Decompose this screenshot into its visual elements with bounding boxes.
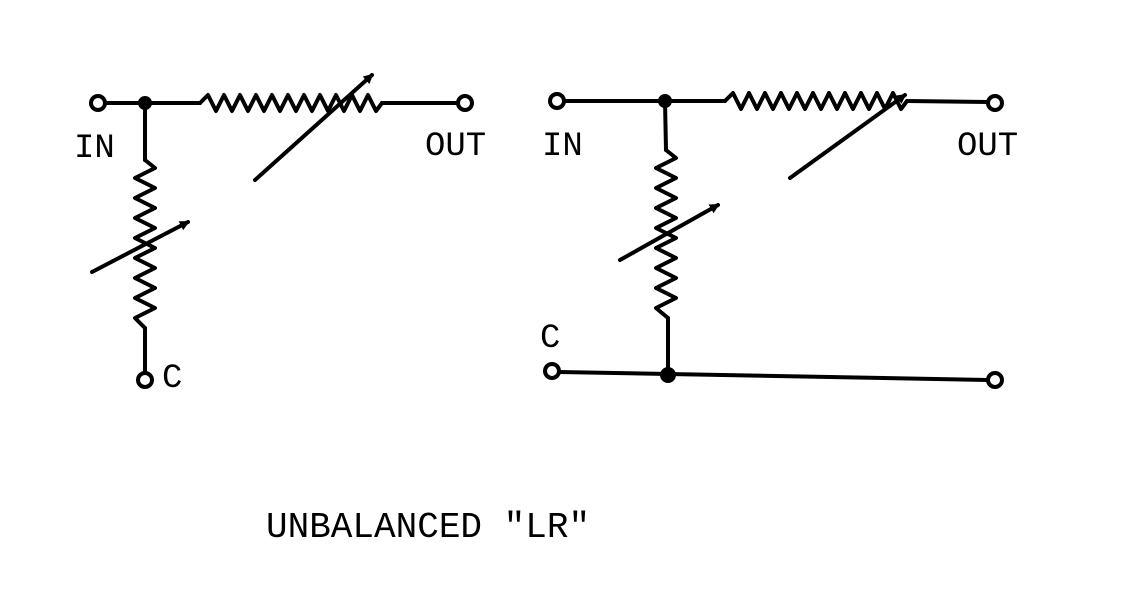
left-out-label: OUT <box>425 128 486 166</box>
right-in-label: IN <box>542 128 583 166</box>
right-common-wire <box>557 370 990 382</box>
left-common-terminal <box>136 371 154 389</box>
right-common-label: C <box>540 320 560 358</box>
right-series-resistor <box>723 91 909 111</box>
right-in-terminal <box>548 92 566 110</box>
right-common-terminal <box>543 362 561 380</box>
right-shunt-wire-top <box>663 99 668 152</box>
left-circuit <box>89 73 474 389</box>
right-common-out-terminal <box>986 371 1004 389</box>
diagram-title: UNBALANCED "LR" <box>266 507 590 548</box>
left-shunt-variable-arrow <box>90 220 190 274</box>
right-out-label: OUT <box>957 128 1018 166</box>
left-out-terminal <box>456 94 474 112</box>
right-out-wire <box>905 99 990 104</box>
right-circuit <box>543 91 1004 389</box>
right-out-terminal <box>986 94 1004 112</box>
right-bottom-node <box>660 367 676 383</box>
right-shunt-variable-arrow <box>618 203 720 262</box>
left-series-variable-arrow <box>253 73 374 182</box>
left-series-resistor <box>198 93 384 113</box>
left-in-terminal <box>89 94 107 112</box>
left-common-label: C <box>162 360 182 398</box>
left-in-label: IN <box>74 130 115 168</box>
right-series-variable-arrow <box>788 93 907 180</box>
